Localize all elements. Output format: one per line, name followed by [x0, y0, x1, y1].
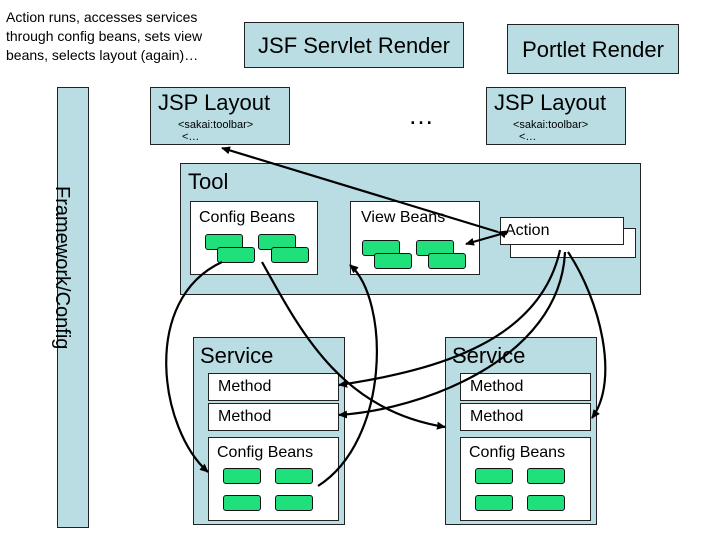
tool-view-bean-3: [374, 253, 412, 269]
arrow-action-to-view-beans: [465, 230, 509, 246]
ellipsis: …: [408, 100, 434, 130]
jsp-layout-left: JSP Layout <sakai:toolbar> <…: [150, 87, 290, 145]
service-left-method-1: Method: [208, 373, 339, 401]
service-left-label: Service: [200, 343, 274, 368]
tool-config-bean-3: [217, 247, 255, 263]
jsp-layout-left-line2: <…: [182, 131, 200, 143]
arrow-config-to-left-service: [165, 261, 223, 473]
jsp-layout-left-line1: <sakai:toolbar>: [178, 119, 254, 131]
jsp-layout-right: JSP Layout <sakai:toolbar> <…: [486, 87, 626, 145]
service-left-bean-3: [223, 495, 261, 511]
service-left-method-2: Method: [208, 403, 339, 431]
jsp-layout-right-line1: <sakai:toolbar>: [513, 119, 589, 131]
jsf-servlet-render-box: JSF Servlet Render: [244, 22, 464, 68]
framework-config-panel: [57, 87, 89, 528]
portlet-render-label: Portlet Render: [522, 37, 664, 62]
caption: Action runs, accesses services through c…: [6, 8, 242, 65]
jsp-layout-right-line2: <…: [519, 131, 537, 143]
arrow-left-service-to-view-beans: [317, 264, 378, 487]
arrow-action-to-left-method-1: [338, 249, 562, 388]
service-right-method-1: Method: [460, 373, 591, 401]
service-right-bean-1: [475, 468, 513, 484]
service-right-label: Service: [452, 343, 526, 368]
jsp-layout-right-title: JSP Layout: [494, 90, 607, 115]
service-right-bean-4: [527, 495, 565, 511]
jsf-servlet-render-label: JSF Servlet Render: [258, 33, 450, 58]
arrow-action-to-layout: [221, 146, 507, 239]
arrow-config-to-right-service: [261, 261, 446, 430]
tool-view-bean-4: [428, 253, 466, 269]
service-left-bean-1: [223, 468, 261, 484]
caption-line-2: through config beans, sets view: [6, 28, 203, 44]
portlet-render-box: Portlet Render: [507, 24, 679, 74]
tool-action-front-label: Action: [505, 222, 550, 239]
caption-line-1: Action runs, accesses services: [6, 9, 198, 25]
tool-action-front: Action: [500, 217, 624, 245]
service-right-bean-3: [475, 495, 513, 511]
caption-line-3: beans, selects layout (again)…: [6, 47, 199, 63]
service-right-method-2: Method: [460, 403, 591, 431]
service-left-bean-2: [275, 468, 313, 484]
arrow-action-to-right-method: [567, 251, 607, 419]
jsp-layout-left-title: JSP Layout: [158, 90, 271, 115]
arrow-action-to-left-method-2: [338, 251, 567, 419]
service-right-bean-2: [527, 468, 565, 484]
service-left-bean-4: [275, 495, 313, 511]
tool-config-bean-4: [271, 247, 309, 263]
